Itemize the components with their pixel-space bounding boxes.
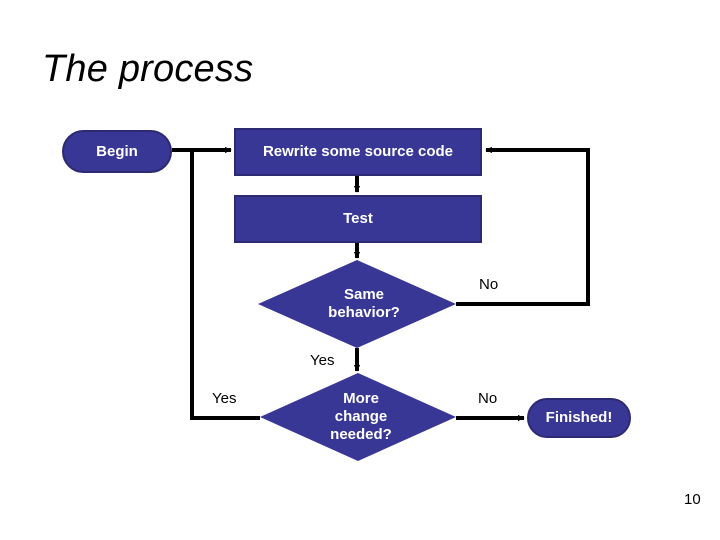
- edge-label-yes-same-behavior: Yes: [310, 352, 335, 369]
- edge-label-no-same-behavior: No: [479, 276, 499, 293]
- node-rewrite-source-code[interactable]: Rewrite some source code: [234, 128, 482, 176]
- node-test[interactable]: Test: [234, 195, 482, 243]
- node-begin[interactable]: Begin: [62, 130, 172, 173]
- page-number: 10: [684, 491, 701, 508]
- node-same-behavior-label-line2: behavior?: [328, 304, 400, 321]
- node-more-change-label-line1: More: [343, 390, 379, 407]
- node-finished[interactable]: Finished!: [527, 398, 631, 438]
- node-more-change-label-line2: change: [334, 408, 388, 425]
- node-begin-label: Begin: [96, 142, 138, 160]
- node-same-behavior-label: Same behavior?: [328, 286, 400, 322]
- node-more-change-label-line3: needed?: [330, 426, 392, 443]
- node-test-label: Test: [343, 210, 373, 227]
- edge-same-behavior-no-to-rewrite: [456, 146, 590, 306]
- edge-label-yes-more-change: Yes: [212, 390, 237, 407]
- edge-label-no-more-change: No: [478, 390, 498, 407]
- node-finished-label: Finished!: [545, 409, 613, 426]
- edge-more-change-yes-to-rewrite: [190, 148, 260, 420]
- node-same-behavior-label-line1: Same: [343, 286, 385, 303]
- node-rewrite-label: Rewrite some source code: [262, 143, 454, 160]
- node-more-change-label: More change needed?: [330, 390, 392, 444]
- page-title: The process: [42, 48, 254, 90]
